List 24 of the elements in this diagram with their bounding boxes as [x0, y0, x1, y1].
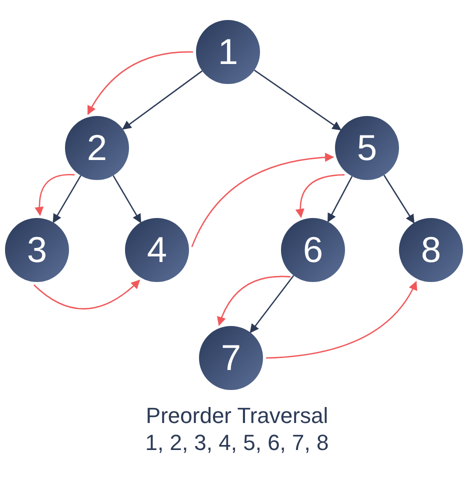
- node-number: 8: [420, 232, 442, 268]
- arrow: [52, 175, 82, 224]
- node-number: 2: [86, 130, 108, 166]
- curved-arrow: [191, 153, 334, 248]
- arrow: [254, 70, 342, 130]
- arrow: [122, 70, 203, 130]
- node-number: 4: [146, 232, 168, 268]
- arrow: [112, 175, 142, 224]
- node-number: 5: [356, 130, 378, 166]
- arrow: [250, 275, 294, 334]
- node-number: 3: [26, 232, 48, 268]
- node-number: 6: [302, 232, 324, 268]
- arrow: [327, 176, 353, 223]
- curved-arrow: [296, 174, 345, 218]
- node-number: 7: [220, 340, 242, 376]
- sequence-label: 1, 2, 3, 4, 5, 6, 7, 8: [145, 429, 329, 456]
- curved-arrow: [217, 276, 291, 326]
- curved-arrow: [87, 51, 193, 115]
- curved-arrow: [34, 174, 75, 216]
- node-number: 1: [218, 34, 238, 70]
- curved-arrow: [34, 280, 140, 310]
- arrow: [383, 174, 415, 224]
- curved-arrow: [266, 280, 417, 359]
- caption: Preorder Traversal: [146, 402, 328, 429]
